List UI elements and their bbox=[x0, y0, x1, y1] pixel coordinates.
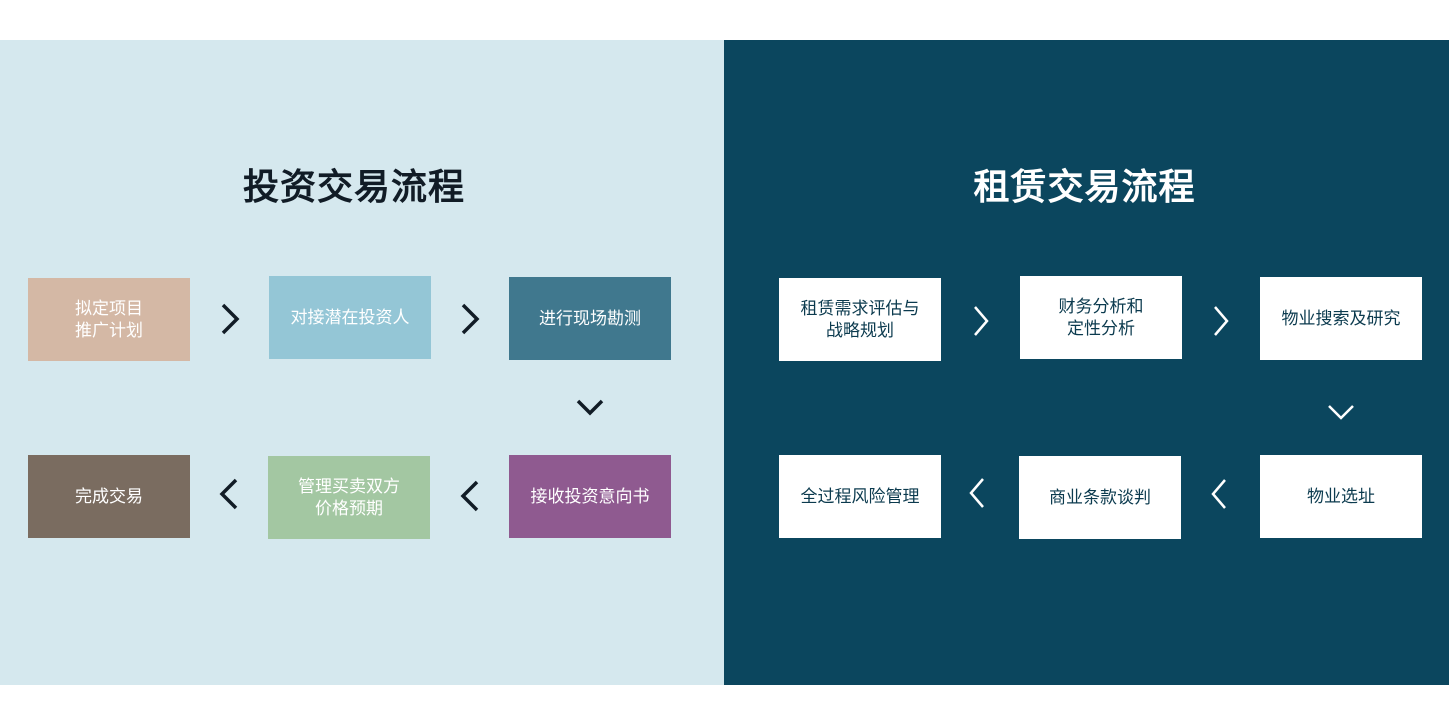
step-label-line: 价格预期 bbox=[315, 498, 383, 519]
step-box: 全过程风险管理 bbox=[779, 455, 941, 538]
step-label-line: 定性分析 bbox=[1067, 318, 1135, 339]
step-box: 商业条款谈判 bbox=[1019, 456, 1181, 539]
step-box: 财务分析和定性分析 bbox=[1020, 276, 1182, 359]
step-box: 接收投资意向书 bbox=[509, 455, 671, 538]
step-box: 物业选址 bbox=[1260, 455, 1422, 538]
step-label: 接收投资意向书 bbox=[531, 486, 650, 508]
step-label: 进行现场勘测 bbox=[539, 308, 641, 330]
step-label-line: 完成交易 bbox=[75, 486, 143, 507]
step-label-line: 战略规划 bbox=[826, 320, 894, 341]
step-box: 租赁需求评估与战略规划 bbox=[779, 278, 941, 361]
step-box: 拟定项目推广计划 bbox=[28, 278, 190, 361]
step-box: 进行现场勘测 bbox=[509, 277, 671, 360]
step-label-line: 对接潜在投资人 bbox=[290, 307, 410, 328]
step-label: 物业搜索及研究 bbox=[1282, 308, 1401, 330]
chevron-down-icon bbox=[575, 396, 605, 418]
step-box: 管理买卖双方价格预期 bbox=[268, 456, 430, 539]
leasing-process-title: 租赁交易流程 bbox=[973, 167, 1196, 208]
chevron-left-icon bbox=[218, 477, 240, 511]
step-label-line: 拟定项目 bbox=[75, 298, 143, 319]
step-label-line: 管理买卖双方 bbox=[298, 476, 400, 497]
step-label-line: 全过程风险管理 bbox=[800, 486, 920, 507]
step-label: 全过程风险管理 bbox=[801, 486, 920, 508]
investment-process-title: 投资交易流程 bbox=[242, 167, 465, 208]
step-box: 对接潜在投资人 bbox=[269, 276, 431, 359]
chevron-down-icon bbox=[1326, 401, 1356, 423]
step-label: 拟定项目推广计划 bbox=[75, 298, 143, 342]
chevron-right-icon bbox=[459, 302, 481, 336]
step-label: 对接潜在投资人 bbox=[291, 307, 410, 329]
step-label-line: 物业搜索及研究 bbox=[1281, 308, 1401, 329]
investment-process-panel: 投资交易流程 拟定项目推广计划 对接潜在投资人 进行现场勘测 完成交易 管理买卖… bbox=[0, 40, 724, 685]
step-label: 租赁需求评估与战略规划 bbox=[801, 298, 920, 342]
chevron-left-icon bbox=[459, 479, 481, 513]
step-label-line: 租赁需求评估与 bbox=[800, 298, 920, 319]
step-box: 完成交易 bbox=[28, 455, 190, 538]
chevron-right-icon bbox=[970, 304, 992, 338]
step-label: 管理买卖双方价格预期 bbox=[298, 476, 400, 520]
step-label: 财务分析和定性分析 bbox=[1059, 296, 1144, 340]
leasing-process-panel: 租赁交易流程 租赁需求评估与战略规划 财务分析和定性分析 物业搜索及研究 全过程… bbox=[724, 40, 1449, 685]
step-label-line: 推广计划 bbox=[75, 320, 143, 341]
chevron-right-icon bbox=[219, 302, 241, 336]
step-label-line: 进行现场勘测 bbox=[539, 308, 641, 329]
chevron-left-icon bbox=[966, 476, 988, 510]
chevron-left-icon bbox=[1208, 477, 1230, 511]
step-label: 物业选址 bbox=[1307, 486, 1375, 508]
step-label: 完成交易 bbox=[75, 486, 143, 508]
step-label-line: 接收投资意向书 bbox=[530, 486, 650, 507]
step-box: 物业搜索及研究 bbox=[1260, 277, 1422, 360]
step-label-line: 物业选址 bbox=[1307, 486, 1375, 507]
chevron-right-icon bbox=[1210, 304, 1232, 338]
step-label-line: 财务分析和 bbox=[1058, 296, 1144, 317]
step-label-line: 商业条款谈判 bbox=[1049, 487, 1151, 508]
step-label: 商业条款谈判 bbox=[1049, 487, 1151, 509]
